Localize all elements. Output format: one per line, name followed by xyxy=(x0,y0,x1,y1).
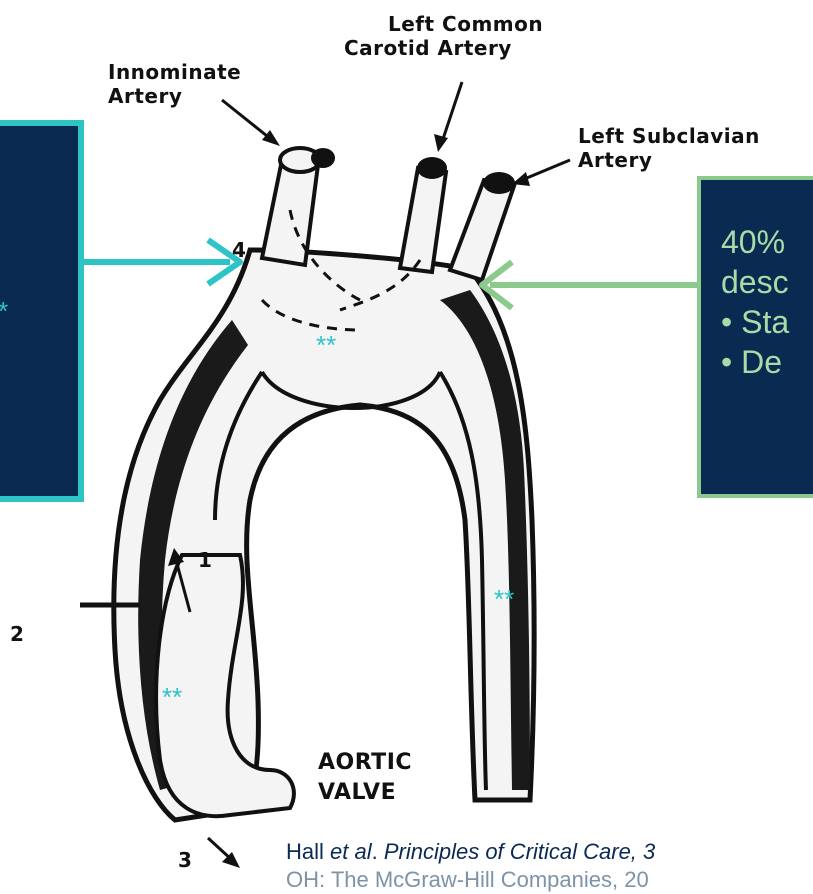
citation-line-1: Hall et al. Principles of Critical Care,… xyxy=(286,838,655,866)
rupture-number-1: 1 xyxy=(198,548,212,572)
subclavian-pointer-arrowhead xyxy=(512,172,530,186)
descending-stars-marker: ** xyxy=(494,586,514,612)
left-box-stars-marker: ** xyxy=(0,296,8,327)
subclavian-pointer-arrow xyxy=(522,160,570,180)
rupture-number-3: 3 xyxy=(178,848,192,872)
citation: Hall et al. Principles of Critical Care,… xyxy=(286,838,655,894)
right-callout-line-2: desc xyxy=(721,262,789,302)
carotid-pointer-arrow xyxy=(442,82,462,142)
arch-stars-marker: ** xyxy=(316,332,336,358)
left-callout-box: ** xyxy=(0,120,84,502)
right-callout-line-4: • De xyxy=(721,342,789,382)
innominate-artery-label: Innominate Artery xyxy=(108,60,241,108)
aortic-valve-label: AORTIC VALVE xyxy=(318,748,412,808)
left-common-carotid-vessel xyxy=(400,157,447,272)
right-callout-line-1: 40% xyxy=(721,222,789,262)
citation-line-2: OH: The McGraw-Hill Companies, 20 xyxy=(286,866,655,894)
left-common-carotid-label: Left Common Carotid Artery xyxy=(344,12,543,60)
left-subclavian-label: Left Subclavian Artery xyxy=(578,124,760,172)
root-stars-marker: ** xyxy=(162,684,182,710)
innominate-artery-vessel xyxy=(262,148,335,265)
rupture-number-2: 2 xyxy=(10,622,24,646)
right-callout-text: 40% desc • Sta • De xyxy=(721,222,789,382)
right-callout-line-3: • Sta xyxy=(721,302,789,342)
right-callout-box: 40% desc • Sta • De xyxy=(697,176,813,498)
rupture-number-4: 4 xyxy=(232,238,246,262)
carotid-pointer-arrowhead xyxy=(434,134,448,152)
